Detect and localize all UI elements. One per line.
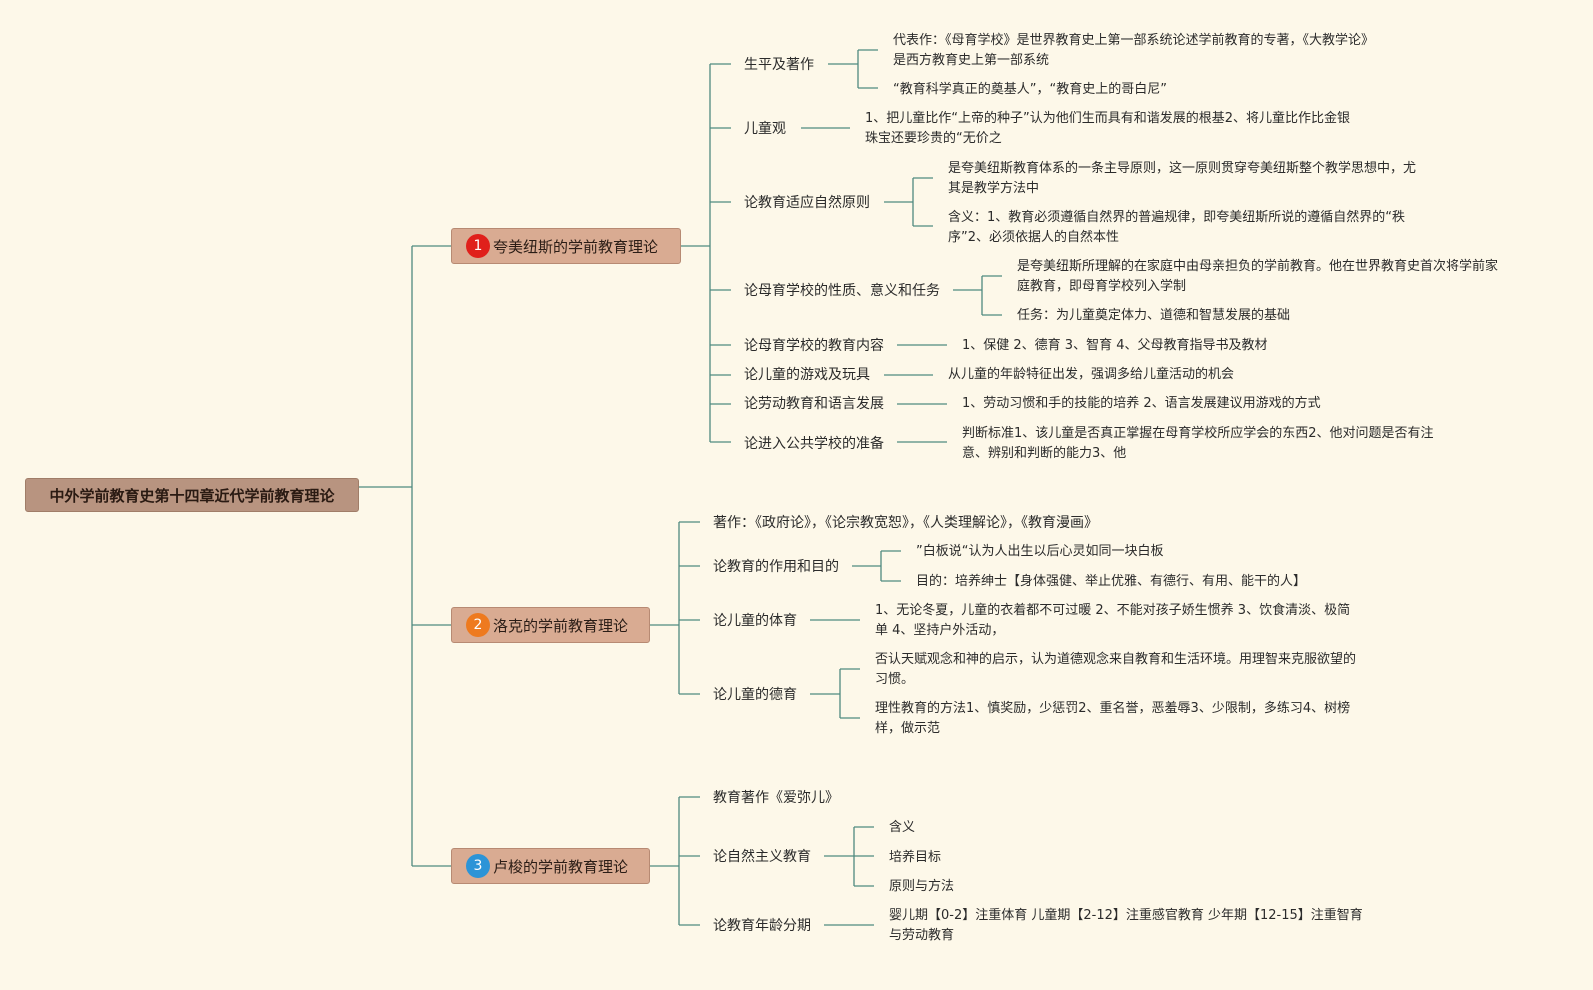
detail-text: 判断标准1、该儿童是否真正掌握在母育学校所应学会的东西2、他对问题是否有注意、辨…: [962, 426, 1434, 461]
detail-text: 1、无论冬夏，儿童的衣着都不可过暖 2、不能对孩子娇生惯养 3、饮食清淡、极简单…: [875, 603, 1351, 638]
detail-text: 含义: [889, 820, 916, 835]
detail-text: 1、把儿童比作“上帝的种子”认为他们生而具有和谐发展的根基2、将儿童比作比金银珠…: [865, 111, 1351, 146]
number-badge: 1: [466, 234, 490, 258]
detail-text: 婴儿期【0-2】注重体育 儿童期【2-12】注重感官教育 少年期【12-15】注…: [889, 908, 1363, 943]
branch-life-works[interactable]: 生平及著作: [744, 57, 814, 73]
branch-school-prep[interactable]: 论进入公共学校的准备: [744, 436, 884, 452]
detail-text: 原则与方法: [889, 879, 955, 894]
topic-title: 卢梭的学前教育理论: [493, 857, 629, 876]
topic-comenius[interactable]: 1 夸美纽斯的学前教育理论: [451, 228, 681, 264]
detail-text: 任务：为儿童奠定体力、道德和智慧发展的基础: [1017, 308, 1291, 323]
branch-physical-ed[interactable]: 论儿童的体育: [713, 613, 797, 629]
branch-works[interactable]: 著作：《政府论》，《论宗教宽恕》，《人类理解论》，《教育漫画》: [713, 515, 1098, 531]
detail-text: 1、劳动习惯和手的技能的培养 2、语言发展建议用游戏的方式: [962, 396, 1321, 411]
branch-moral-ed[interactable]: 论儿童的德育: [713, 687, 797, 703]
detail-text: 是夸美纽斯教育体系的一条主导原则，这一原则贯穿夸美纽斯整个教学思想中，尤其是教学…: [948, 161, 1417, 196]
branch-age-periods[interactable]: 论教育年龄分期: [713, 918, 811, 934]
detail-text: 否认天赋观念和神的启示，认为道德观念来自教育和生活环境。用理智来克服欲望的习惯。: [875, 652, 1357, 687]
branch-labor-language[interactable]: 论劳动教育和语言发展: [744, 396, 884, 412]
detail-text: 从儿童的年龄特征出发，强调多给儿童活动的机会: [948, 367, 1235, 382]
detail-text: 培养目标: [889, 850, 942, 865]
topic-title: 洛克的学前教育理论: [493, 616, 629, 635]
detail-text: 代表作：《母育学校》是世界教育史上第一部系统论述学前教育的专著，《大教学论》是西…: [893, 33, 1375, 68]
branch-naturalism[interactable]: 论自然主义教育: [713, 849, 811, 865]
topic-locke[interactable]: 2 洛克的学前教育理论: [451, 607, 650, 643]
detail-text: 理性教育的方法1、慎奖励，少惩罚2、重名誉，恶羞辱3、少限制，多练习4、树榜样，…: [875, 701, 1351, 736]
branch-mother-school[interactable]: 论母育学校的性质、意义和任务: [744, 283, 940, 299]
detail-text: 1、保健 2、德育 3、智育 4、父母教育指导书及教材: [962, 338, 1268, 353]
detail-text: 目的：培养绅士【身体强健、举止优雅、有德行、有用、能干的人】: [916, 574, 1307, 589]
branch-nature-principle[interactable]: 论教育适应自然原则: [744, 195, 870, 211]
number-badge: 3: [466, 854, 490, 878]
detail-text: “教育科学真正的奠基人”，“教育史上的哥白尼”: [893, 82, 1167, 97]
detail-text: 含义：1、教育必须遵循自然界的普遍规律，即夸美纽斯所说的遵循自然界的“秩序”2、…: [948, 210, 1406, 245]
branch-games-toys[interactable]: 论儿童的游戏及玩具: [744, 367, 870, 383]
detail-text: ”白板说“认为人出生以后心灵如同一块白板: [916, 544, 1164, 559]
detail-text: 是夸美纽斯所理解的在家庭中由母亲担负的学前教育。他在世界教育史首次将学前家庭教育…: [1017, 259, 1499, 294]
branch-emile[interactable]: 教育著作《爱弥儿》: [713, 790, 839, 806]
branch-education-purpose[interactable]: 论教育的作用和目的: [713, 559, 839, 575]
topic-title: 夸美纽斯的学前教育理论: [493, 237, 659, 256]
number-badge: 2: [466, 613, 490, 637]
branch-child-view[interactable]: 儿童观: [744, 121, 786, 137]
topic-rousseau[interactable]: 3 卢梭的学前教育理论: [451, 848, 650, 884]
root-topic[interactable]: 中外学前教育史第十四章近代学前教育理论: [25, 478, 359, 512]
branch-school-content[interactable]: 论母育学校的教育内容: [744, 338, 884, 354]
